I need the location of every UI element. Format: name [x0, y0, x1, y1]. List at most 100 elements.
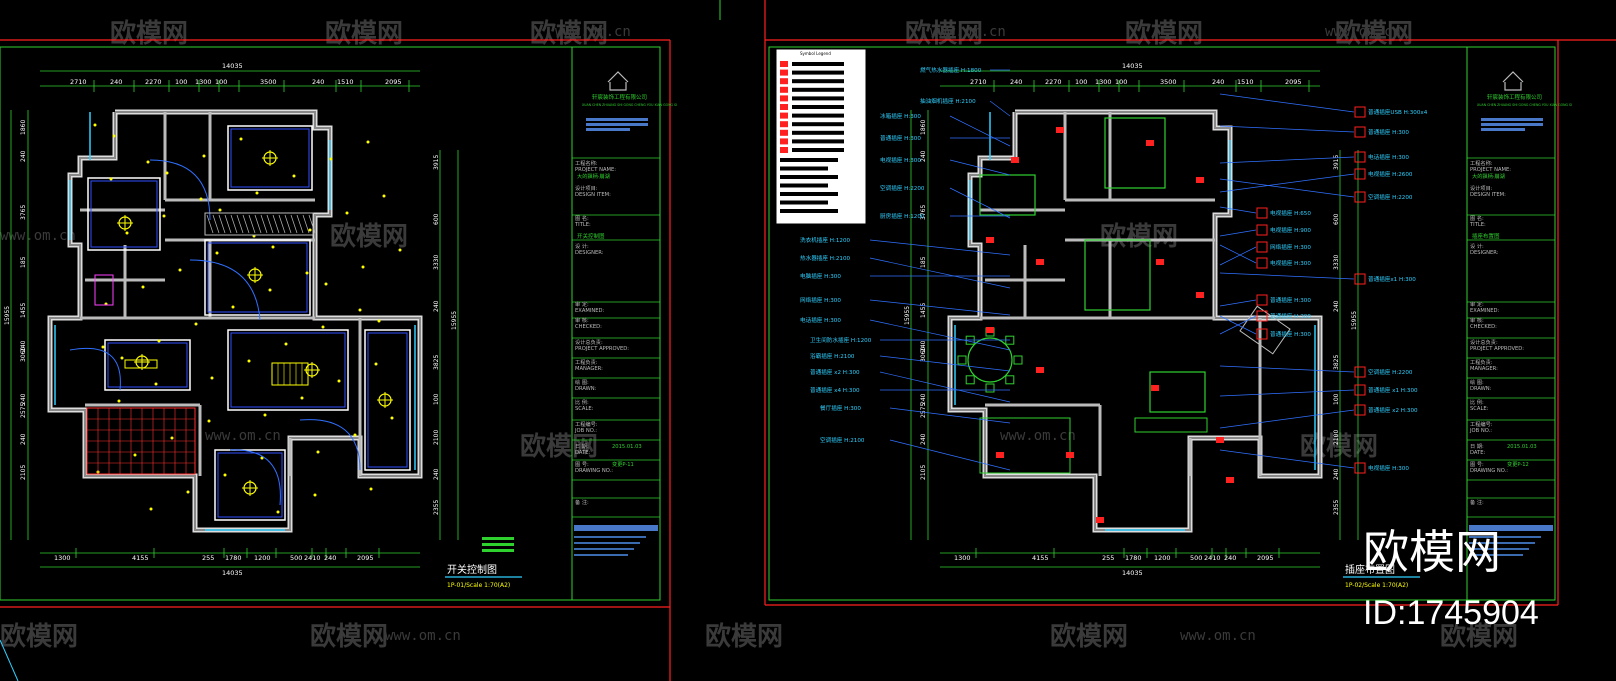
spotlight-icon — [231, 305, 235, 309]
dimension-label: 3825 — [433, 355, 440, 370]
legend-note-line — [780, 183, 828, 188]
railing-hatch — [290, 214, 298, 234]
railing-hatch — [212, 214, 220, 234]
railing-hatch — [266, 214, 274, 234]
title-block-label: EXAMINED: — [1470, 308, 1500, 314]
title-block-label: 工程负责: — [575, 358, 598, 366]
dimension-label: 185 — [920, 256, 927, 268]
socket-box-icon — [1256, 310, 1268, 322]
model-id-label: ID:1745904 — [1363, 594, 1539, 632]
company-info-bar — [1481, 118, 1543, 121]
note-line — [574, 554, 628, 556]
brand-watermark: 欧模网 — [1300, 431, 1378, 462]
dimension-label: 2710 — [70, 78, 87, 86]
socket-box-icon — [1354, 168, 1366, 180]
legend-note-line — [780, 166, 828, 171]
spotlight-icon — [276, 510, 280, 514]
ceiling-inner — [90, 180, 158, 248]
dimension-label: 1780 — [1125, 554, 1142, 562]
socket-label-right: 普通插座 x1 H:300 — [1368, 386, 1418, 394]
legend-symbol — [780, 104, 788, 110]
leader-line — [949, 159, 1011, 176]
dimension-label: 2105 — [920, 465, 927, 480]
socket-label-left: 空调插座 H:2200 — [880, 184, 925, 192]
title-block-label: PROJECT APPROVED: — [1470, 346, 1524, 352]
dimension-label: 2095 — [357, 554, 374, 562]
legend-symbol — [780, 147, 788, 153]
leader-line — [1219, 229, 1257, 237]
spotlight-icon — [377, 319, 381, 323]
brand-watermark: 欧模网 — [110, 18, 188, 49]
leader-line — [1219, 93, 1355, 113]
socket-label-right: 普通插座USB H:300x4 — [1368, 108, 1428, 116]
dimension-label: 240 — [433, 300, 440, 312]
dimension-label: 3060 — [920, 347, 927, 362]
spotlight-icon — [178, 268, 182, 272]
dimension-label: 1510 — [337, 78, 354, 86]
dimension-label: 100 — [1075, 78, 1087, 86]
socket-icon — [1096, 517, 1104, 523]
socket-label-left: 网络插座 H:300 — [800, 296, 841, 304]
brand-watermark: 欧模网 — [0, 621, 78, 652]
legend-text-line — [792, 70, 844, 75]
dimension-label: 2410 — [304, 554, 321, 562]
leader-line — [989, 100, 1011, 117]
dimension-total-top: 14035 — [222, 62, 243, 70]
brand-watermark: 欧模网 — [1440, 621, 1518, 652]
dimension-label: 240 — [433, 468, 440, 480]
title-block-label: JOB NO.: — [1469, 428, 1492, 434]
socket-icon — [986, 237, 994, 243]
dining-chair — [957, 355, 967, 365]
leader-line — [1219, 125, 1355, 133]
dimension-total-left: 15955 — [904, 306, 911, 325]
url-watermark: www.om.cn — [205, 428, 281, 444]
company-name: 轩宸装饰工程有限公司 — [592, 93, 647, 101]
socket-label-right: 电视插座 H:900 — [1270, 226, 1311, 234]
title-block-label: DRAWN: — [575, 386, 597, 392]
spotlight-icon — [390, 416, 394, 420]
title-block-label: 设计总负责: — [1470, 338, 1498, 346]
dimension-label: 2100 — [1333, 430, 1340, 445]
legend-text-line — [792, 122, 844, 127]
socket-box-icon — [1256, 328, 1268, 340]
socket-icon — [986, 327, 994, 333]
legend-note-line — [780, 209, 838, 213]
dimension-label: 1860 — [20, 120, 27, 135]
dimension-label: 2270 — [145, 78, 162, 86]
dimension-label: 1455 — [920, 303, 927, 318]
kitchen-counter — [979, 417, 1071, 474]
dimension-label: 1200 — [254, 554, 271, 562]
title-block-label: 工程编号: — [575, 420, 598, 428]
railing-hatch — [230, 214, 238, 234]
dimension-label: 3915 — [1333, 155, 1340, 170]
title-block-label: 工程名称: — [575, 159, 598, 167]
title-block-label: MANAGER: — [575, 366, 603, 372]
dimension-label: 2100 — [433, 430, 440, 445]
brand-watermark: 欧模网 — [530, 18, 608, 49]
dimension-label: 4155 — [132, 554, 149, 562]
railing-hatch — [284, 214, 292, 234]
socket-icon — [1216, 437, 1224, 443]
socket-label-right: 普通插座 H:300 — [1270, 296, 1311, 304]
legend-symbol — [780, 86, 788, 93]
dining-table — [967, 337, 1013, 383]
leader-line — [1219, 244, 1257, 264]
bathtub — [979, 174, 1036, 216]
dimension-total-top: 14035 — [1122, 62, 1143, 70]
spotlight-icon — [210, 376, 214, 380]
dimension-label: 240 — [1333, 300, 1340, 312]
socket-icon — [1036, 259, 1044, 265]
spotlight-icon — [361, 265, 365, 269]
leader-line — [949, 115, 1011, 147]
leader-line — [1219, 449, 1355, 469]
spotlight-icon — [260, 456, 264, 460]
dimension-label: 2575 — [20, 403, 27, 418]
railing-hatch — [272, 214, 280, 234]
title-block-label: DRAWN: — [1470, 386, 1492, 392]
title-block-label: 绘 图: — [575, 378, 589, 386]
bed-master — [1104, 117, 1166, 189]
brand-watermark: 欧模网 — [1050, 621, 1128, 652]
socket-label-left: 洗衣机插座 H:1200 — [800, 236, 851, 244]
